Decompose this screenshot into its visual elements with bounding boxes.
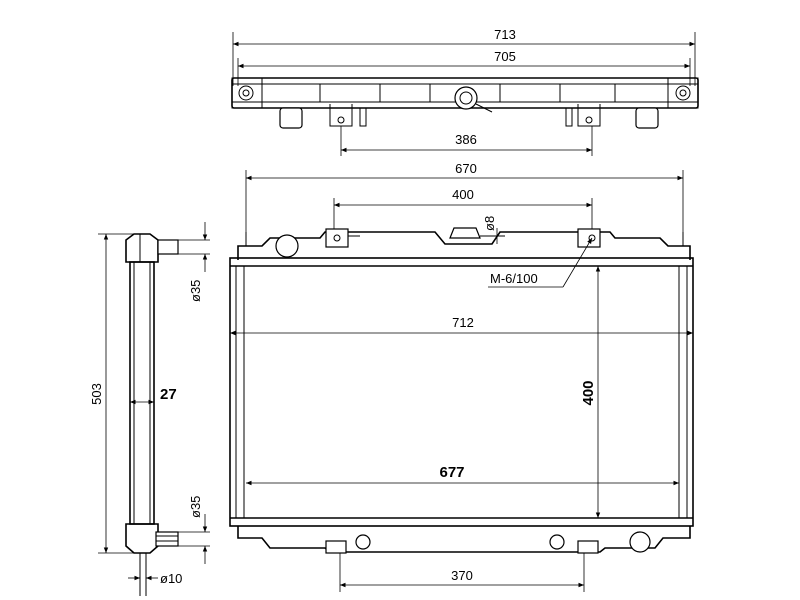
dim-label-front-bracket: 400: [452, 187, 474, 202]
dim-label-outlet-dia: ø35: [188, 496, 203, 518]
bottom-plug-right: [549, 534, 565, 550]
dim-label-drain-dia: ø10: [160, 571, 182, 586]
side-inlet-neck: [157, 239, 179, 255]
pressure-cap: [449, 227, 481, 239]
front-bottom-tank: [237, 526, 691, 553]
dim-label-thread: M-6/100: [490, 271, 538, 286]
dim-label-bottom-mount: 370: [451, 568, 473, 583]
dim-label-side-depth: 27: [160, 386, 177, 403]
mount-hole-left: [238, 85, 254, 101]
top-outlet-pipe: [635, 107, 659, 129]
dim-label-front-top: 670: [455, 161, 477, 176]
side-bottom-tank: [125, 523, 159, 554]
dim-label-top-inner: 705: [494, 49, 516, 64]
bottom-bracket-right: [577, 540, 599, 554]
core-side-left: [235, 265, 245, 519]
front-filler-neck: [275, 234, 299, 258]
dim-label-inlet-dia: ø35: [188, 280, 203, 302]
core-side-right: [678, 265, 688, 519]
front-view: 670 400 ø8 M-6/100: [229, 161, 694, 592]
bottom-outlet: [629, 531, 651, 553]
bottom-bracket-left: [325, 540, 347, 554]
dim-label-side-height: 503: [89, 383, 104, 405]
side-view: 503 27 ø35 ø35 ø10: [89, 222, 210, 596]
dim-label-core-inner: 677: [439, 464, 464, 481]
front-top-tank: [237, 231, 691, 260]
top-inlet-pipe: [279, 107, 303, 129]
bottom-plug-left: [355, 534, 371, 550]
top-bracket-right: [577, 104, 601, 127]
dim-label-top-overall: 713: [494, 27, 516, 42]
dim-label-core-height: 400: [580, 380, 597, 405]
side-top-tank: [125, 233, 159, 263]
filler-cap-top: [454, 86, 478, 110]
top-view: 713 705: [231, 27, 699, 156]
front-bracket-left: [325, 228, 349, 248]
side-outlet-neck: [155, 531, 179, 547]
dim-label-core-width: 712: [452, 315, 474, 330]
mount-hole-right: [675, 85, 691, 101]
dim-label-top-mount: 386: [455, 132, 477, 147]
dim-label-cap-dia: ø8: [482, 216, 497, 231]
thread-leader: [562, 237, 593, 288]
radiator-core: [229, 257, 694, 527]
